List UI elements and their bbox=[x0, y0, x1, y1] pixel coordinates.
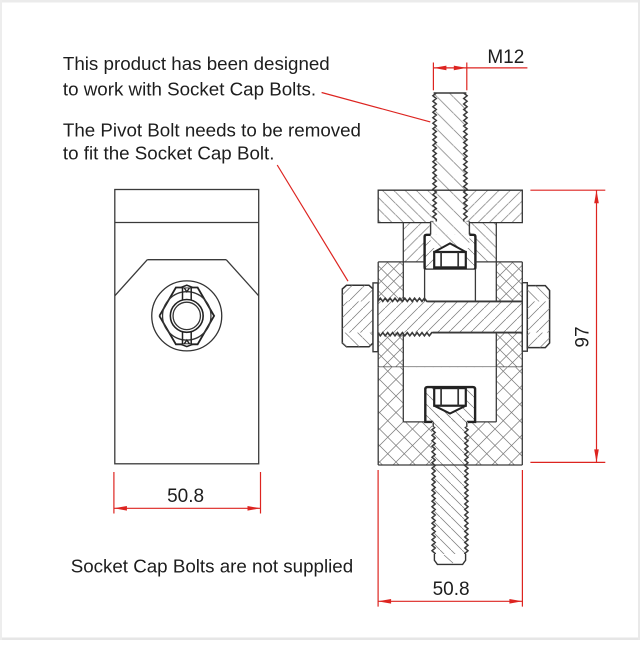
svg-text:M12: M12 bbox=[487, 47, 524, 68]
svg-text:This product has been designed: This product has been designed bbox=[63, 53, 330, 74]
svg-text:to work with Socket Cap Bolts.: to work with Socket Cap Bolts. bbox=[63, 79, 316, 100]
svg-text:50.8: 50.8 bbox=[433, 579, 470, 600]
svg-text:to fit the Socket Cap Bolt.: to fit the Socket Cap Bolt. bbox=[63, 142, 275, 163]
svg-text:50.8: 50.8 bbox=[167, 486, 204, 507]
svg-text:97: 97 bbox=[573, 326, 594, 347]
svg-text:The Pivot Bolt needs to be rem: The Pivot Bolt needs to be removed bbox=[63, 120, 361, 141]
svg-text:Socket Cap Bolts are not suppl: Socket Cap Bolts are not supplied bbox=[71, 555, 353, 576]
